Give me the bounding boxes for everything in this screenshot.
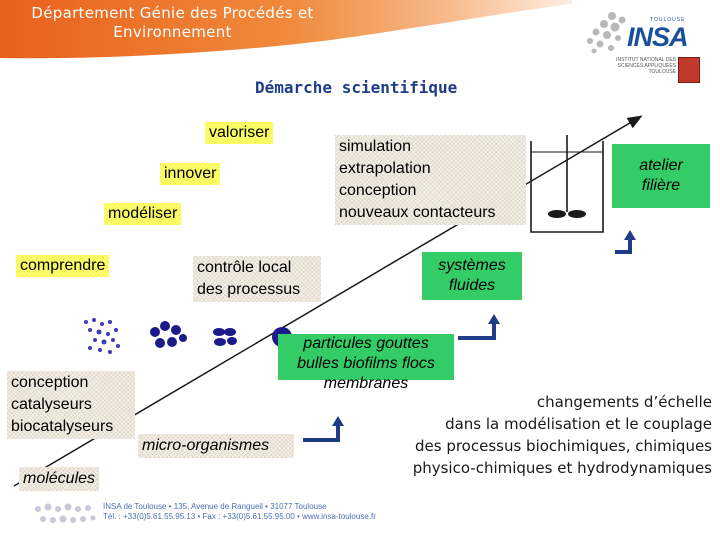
step-arrows (303, 238, 632, 442)
cell-cluster-icon (150, 321, 187, 348)
footer-contact: INSA de Toulouse • 135, Avenue de Rangue… (103, 502, 376, 521)
box-molecules: molécules (19, 467, 99, 491)
step-valoriser: valoriser (205, 122, 274, 144)
molecule-cluster-icon (84, 318, 120, 354)
scale-particules: particules gouttes bulles biofilms flocs… (278, 334, 454, 392)
logo-word: INSA (627, 22, 689, 52)
page-title: Démarche scientifique (255, 78, 458, 97)
logo-city: TOULOUSE (650, 17, 686, 23)
box-controle-local: contrôle local des processus (193, 256, 321, 302)
footer-dots-icon (35, 503, 96, 523)
box-simulation: simulation extrapolation conception nouv… (335, 135, 526, 225)
scale-atelier-filiere: atelier filière (612, 144, 710, 208)
scale-systemes-fluides: systèmes fluides (422, 252, 522, 300)
box-conception-catalyseurs: conception catalyseurs biocatalyseurs (7, 371, 135, 439)
scale-change-caption: changements d’échelle dans la modélisati… (412, 393, 712, 477)
step-arrow-1 (615, 238, 632, 254)
logo-tagline: INSTITUT NATIONAL DES SCIENCES APPLIQUÉE… (616, 57, 676, 75)
box-micro-organismes: micro-organismes (138, 434, 294, 458)
seal-icon (678, 57, 700, 83)
header-swoosh (0, 0, 720, 130)
step-arrow-2 (458, 322, 496, 340)
step-comprendre: comprendre (16, 255, 110, 277)
step-arrow-3 (303, 424, 340, 442)
step-modeliser: modéliser (104, 203, 182, 225)
bacteria-cluster-icon (213, 328, 237, 346)
reactor-vessel-icon (530, 135, 604, 233)
step-innover: innover (160, 163, 221, 185)
department-title: Département Génie des Procédés et Enviro… (31, 4, 314, 41)
logo-dots-icon (587, 12, 626, 54)
